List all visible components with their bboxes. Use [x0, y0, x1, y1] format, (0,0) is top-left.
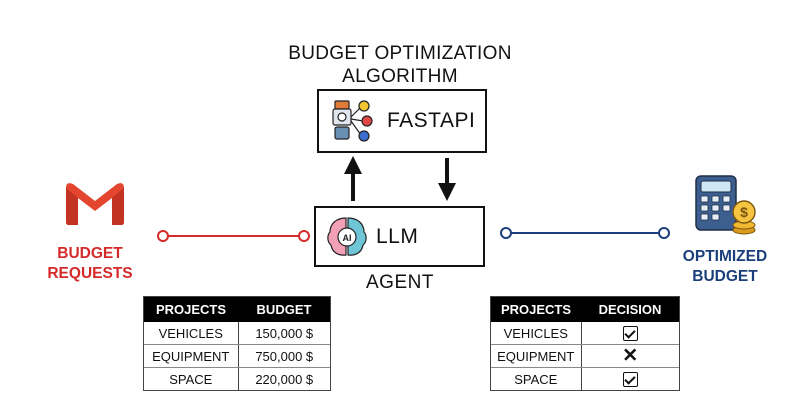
rejected-cross-icon: ✕: [622, 345, 639, 367]
agent-label: AGENT: [366, 272, 434, 293]
project-cell: EQUIPMENT: [491, 344, 582, 368]
llm-box: AI LLM: [314, 206, 485, 267]
budget-cell: 220,000 $: [255, 371, 314, 387]
table-header: PROJECTS: [491, 297, 581, 322]
project-cell: SPACE: [144, 367, 239, 390]
input-connector: [157, 230, 310, 242]
arrow-up-to-fastapi: [344, 156, 362, 201]
project-cell: VEHICLES: [491, 322, 582, 345]
table-row: VEHICLES 150,000 $: [144, 322, 330, 345]
title-line-1: BUDGET OPTIMIZATION: [288, 43, 512, 64]
budget-requests-label: BUDGET REQUESTS: [47, 245, 133, 282]
table-row: SPACE: [491, 367, 679, 391]
approved-check-icon: [622, 326, 638, 342]
ai-brain-icon: AI: [327, 217, 367, 256]
gmail-icon: [66, 183, 124, 225]
project-cell: VEHICLES: [144, 322, 239, 345]
fastapi-box: FASTAPI: [317, 89, 487, 153]
decision-cell: [581, 322, 679, 345]
table-row: EQUIPMENT 750,000 $: [144, 344, 330, 368]
table-row: VEHICLES: [491, 322, 679, 345]
optimized-budget-label: OPTIMIZED BUDGET: [682, 248, 768, 285]
output-connector: [500, 227, 670, 239]
arrow-down-to-llm: [438, 158, 456, 201]
project-cell: SPACE: [491, 367, 582, 390]
calculator-coins-icon: $: [695, 175, 756, 235]
approved-check-icon: [622, 372, 638, 388]
table-header: DECISION: [581, 297, 679, 322]
table-header: PROJECTS: [144, 297, 238, 322]
table-row: SPACE 220,000 $: [144, 367, 330, 390]
budget-cell: 150,000 $: [238, 322, 330, 345]
table-row: EQUIPMENT ✕: [491, 344, 679, 368]
budget-cell: 750,000 $: [238, 344, 330, 368]
table-header: BUDGET: [238, 297, 330, 322]
decision-cell: [581, 368, 679, 391]
decision-table: PROJECTS DECISION VEHICLES EQUIPMENT ✕ S…: [490, 296, 680, 391]
budget-requests-table: PROJECTS BUDGET VEHICLES 150,000 $ EQUIP…: [143, 296, 331, 391]
fastapi-label: FASTAPI: [387, 109, 476, 132]
svg-text:$: $: [740, 204, 748, 220]
diagram-title: BUDGET OPTIMIZATION ALGORITHM: [250, 42, 550, 88]
project-cell: EQUIPMENT: [144, 344, 239, 368]
svg-text:AI: AI: [343, 233, 352, 243]
api-network-icon: [332, 100, 373, 142]
decision-cell: ✕: [581, 344, 679, 368]
llm-label: LLM: [376, 225, 419, 248]
title-line-2: ALGORITHM: [342, 66, 458, 87]
